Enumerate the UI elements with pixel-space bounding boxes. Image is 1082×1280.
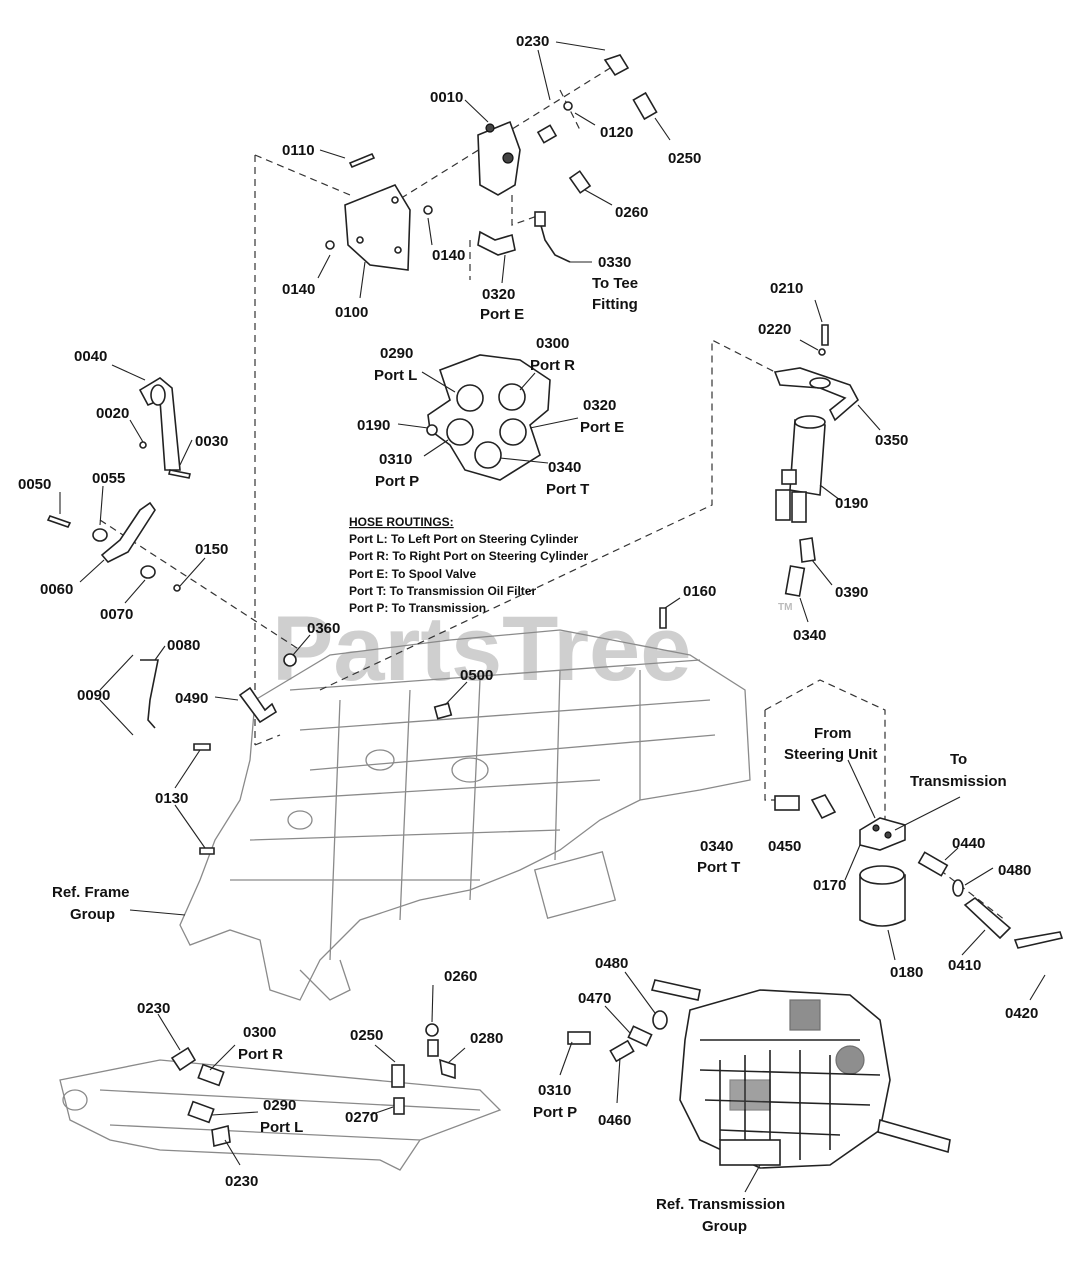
- label-0310-mid: 0310: [379, 451, 412, 468]
- label-0320-mid: 0320: [583, 397, 616, 414]
- label-0050: 0050: [18, 476, 51, 493]
- label-port-p-mid: Port P: [375, 473, 419, 490]
- hose-routing-line: Port L: To Left Port on Steering Cylinde…: [349, 532, 578, 546]
- frame-drawing: [59, 629, 751, 1171]
- label-0360: 0360: [307, 620, 340, 637]
- label-0340-port: 0340: [700, 838, 733, 855]
- label-0140-left: 0140: [282, 281, 315, 298]
- label-0440: 0440: [952, 835, 985, 852]
- label-0110: 0110: [282, 142, 315, 159]
- label-0230-bottom: 0230: [225, 1173, 258, 1190]
- label-0410: 0410: [948, 957, 981, 974]
- label-0320-top: 0320: [482, 286, 515, 303]
- label-port-t-low: Port T: [697, 859, 740, 876]
- label-port-r-low: Port R: [238, 1046, 283, 1063]
- label-transmission: Transmission: [910, 773, 1007, 790]
- label-0250-top: 0250: [668, 150, 701, 167]
- label-0390: 0390: [835, 584, 868, 601]
- label-0460: 0460: [598, 1112, 631, 1129]
- label-0220: 0220: [758, 321, 791, 338]
- label-0210: 0210: [770, 280, 803, 297]
- label-0470: 0470: [578, 990, 611, 1007]
- label-0060: 0060: [40, 581, 73, 598]
- hose-routing-line: Port P: To Transmission: [349, 601, 486, 615]
- label-to-tee: To Tee: [592, 275, 638, 292]
- watermark: PartsTree: [272, 598, 691, 700]
- callout-labels: 0230 0010 0120 0250 0110 0260 0140 0330 …: [18, 33, 1038, 1235]
- label-port-l-mid: Port L: [374, 367, 417, 384]
- label-0100: 0100: [335, 304, 368, 321]
- watermark-trademark: TM: [778, 602, 792, 613]
- label-from-steering: From: [814, 725, 852, 742]
- label-0070: 0070: [100, 606, 133, 623]
- label-0140-right: 0140: [432, 247, 465, 264]
- label-0250-low: 0250: [350, 1027, 383, 1044]
- label-0480-right: 0480: [998, 862, 1031, 879]
- label-0280: 0280: [470, 1030, 503, 1047]
- label-0310-low: 0310: [538, 1082, 571, 1099]
- leader-lines: [59, 41, 1046, 1193]
- label-0190-motor: 0190: [835, 495, 868, 512]
- label-0340-mid: 0340: [548, 459, 581, 476]
- label-0150: 0150: [195, 541, 228, 558]
- label-0080: 0080: [167, 637, 200, 654]
- label-0090: 0090: [77, 687, 110, 704]
- label-0180: 0180: [890, 964, 923, 981]
- label-0010: 0010: [430, 89, 463, 106]
- label-0330: 0330: [598, 254, 631, 271]
- label-0120: 0120: [600, 124, 633, 141]
- label-0340-right: 0340: [793, 627, 826, 644]
- label-0350: 0350: [875, 432, 908, 449]
- label-ref-frame: Ref. Frame: [52, 884, 130, 901]
- label-fitting: Fitting: [592, 296, 638, 313]
- label-0420: 0420: [1005, 1005, 1038, 1022]
- hose-routing-line: Port R: To Right Port on Steering Cylind…: [349, 549, 588, 563]
- label-0500: 0500: [460, 667, 493, 684]
- transmission-drawing: [650, 979, 951, 1169]
- label-port-l-low: Port L: [260, 1119, 303, 1136]
- label-0190-plate: 0190: [357, 417, 390, 434]
- part-shapes: [46, 54, 1064, 1147]
- label-0030: 0030: [195, 433, 228, 450]
- label-0290-mid: 0290: [380, 345, 413, 362]
- label-0260-top: 0260: [615, 204, 648, 221]
- label-0270: 0270: [345, 1109, 378, 1126]
- label-0450: 0450: [768, 838, 801, 855]
- label-port-p-low: Port P: [533, 1104, 577, 1121]
- label-port-r-mid: Port R: [530, 357, 575, 374]
- label-to-transmission: To: [950, 751, 967, 768]
- hose-routings-title: HOSE ROUTINGS:: [349, 515, 454, 529]
- label-port-t-mid: Port T: [546, 481, 589, 498]
- label-0160: 0160: [683, 583, 716, 600]
- label-0055: 0055: [92, 470, 125, 487]
- label-transmission-group: Group: [702, 1218, 747, 1235]
- label-port-e-mid: Port E: [580, 419, 624, 436]
- label-port-e-top: Port E: [480, 306, 524, 323]
- label-frame-group: Group: [70, 906, 115, 923]
- label-0300-mid: 0300: [536, 335, 569, 352]
- hose-routing-line: Port T: To Transmission Oil Filter: [349, 584, 536, 598]
- label-ref-transmission: Ref. Transmission: [656, 1196, 785, 1213]
- label-0040: 0040: [74, 348, 107, 365]
- label-0260-low: 0260: [444, 968, 477, 985]
- label-0230-top: 0230: [516, 33, 549, 50]
- label-0480-low: 0480: [595, 955, 628, 972]
- label-0300-low: 0300: [243, 1024, 276, 1041]
- label-0020: 0020: [96, 405, 129, 422]
- hose-routing-line: Port E: To Spool Valve: [349, 567, 476, 581]
- label-0290-low: 0290: [263, 1097, 296, 1114]
- label-0170: 0170: [813, 877, 846, 894]
- label-steering-unit: Steering Unit: [784, 746, 877, 763]
- label-0230-low: 0230: [137, 1000, 170, 1017]
- label-0130: 0130: [155, 790, 188, 807]
- label-0490: 0490: [175, 690, 208, 707]
